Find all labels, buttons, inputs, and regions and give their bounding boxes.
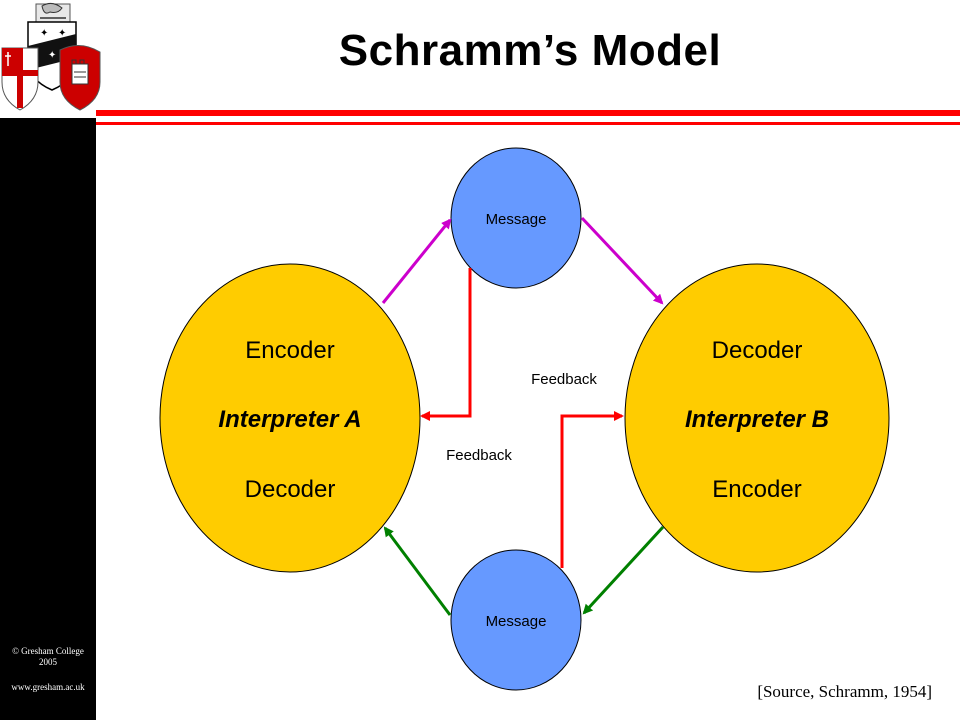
slide-title: Schramm’s Model: [338, 26, 722, 75]
header-rule-thick: [96, 110, 960, 116]
interpreter-b-top-label: Decoder: [712, 337, 803, 364]
gresham-crest-logo: ✦ ✦ ✦: [0, 0, 104, 118]
source-citation: [Source, Schramm, 1954]: [757, 682, 932, 701]
interpreter-b-ellipse: [624, 263, 890, 573]
interpreter-b-name: Interpreter B: [685, 406, 829, 433]
interpreter-a-top-label: Encoder: [245, 337, 334, 364]
message-bottom-label: Message: [486, 613, 547, 630]
arrow-b-to-message: [582, 525, 665, 615]
message-top-label: Message: [486, 211, 547, 228]
copyright-year: 2005: [39, 657, 57, 667]
interpreter-b-bottom-label: Encoder: [712, 476, 801, 503]
arrow-message-to-a: [383, 526, 452, 616]
lion-crest-icon: [35, 2, 71, 23]
interpreter-a-bottom-label: Decoder: [245, 476, 336, 503]
arrow-a-to-message: [381, 218, 452, 304]
feedback-arrow-to-a: [420, 268, 472, 421]
svg-text:✦: ✦: [40, 28, 48, 39]
feedback-upper-label: Feedback: [531, 371, 597, 388]
feedback-lower-label: Feedback: [446, 447, 512, 464]
interpreter-a-name: Interpreter A: [218, 406, 361, 433]
website-url: www.gresham.ac.uk: [11, 682, 85, 692]
svg-text:✦: ✦: [58, 28, 66, 39]
header-rule-thin: [96, 122, 960, 125]
castle-shield-icon: [59, 45, 101, 111]
svg-text:✦: ✦: [48, 50, 56, 61]
feedback-arrow-to-b: [560, 411, 624, 568]
message-bottom-circle: [450, 549, 582, 691]
sidebar: © Gresham College 2005 www.gresham.ac.uk: [0, 118, 96, 720]
arrow-message-to-b: [580, 216, 664, 305]
message-top-circle: [450, 147, 582, 289]
cross-shield-icon: [1, 47, 39, 111]
copyright-text: © Gresham College: [12, 646, 84, 656]
